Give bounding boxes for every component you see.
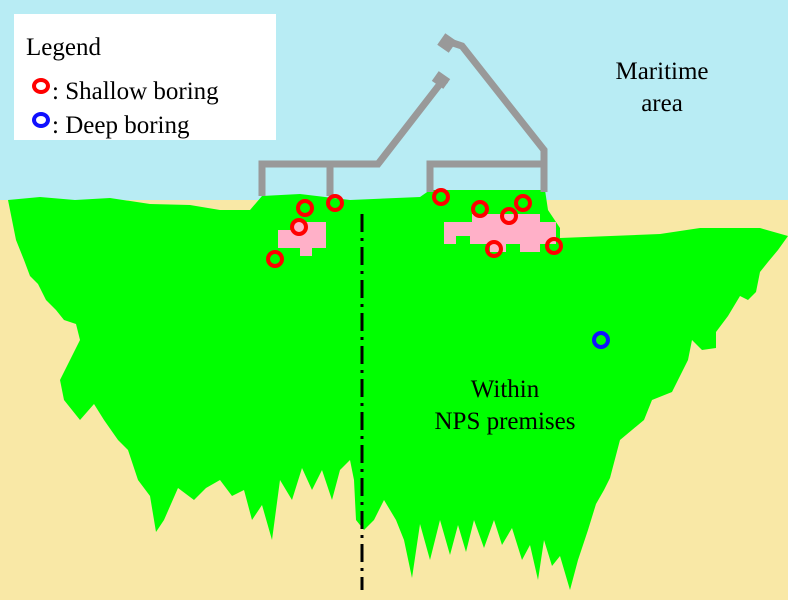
pier-end-upper (437, 33, 457, 53)
shallow-boring (296, 199, 314, 217)
shallow-boring (326, 194, 344, 212)
shallow-boring (266, 250, 284, 268)
deep-boring (592, 331, 610, 349)
legend: Legend : Shallow boring : Deep boring (14, 14, 276, 140)
legend-deep: : Deep boring (32, 112, 189, 140)
maritime-label-line1: Maritime (615, 58, 709, 85)
shallow-borings (266, 188, 563, 268)
pier-end-lower (431, 71, 451, 89)
legend-shallow-label: : Shallow boring (52, 78, 219, 105)
shallow-boring (485, 240, 503, 258)
nps-premises-label: Within NPS premises (380, 374, 630, 438)
maritime-label-line2: area (641, 90, 683, 117)
building-west (278, 222, 326, 256)
nps-premises-land (8, 190, 788, 590)
shallow-boring (290, 218, 308, 236)
shallow-boring (432, 188, 450, 206)
shallow-boring (471, 200, 489, 218)
shallow-boring (514, 194, 532, 212)
shallow-boring (545, 237, 563, 255)
legend-deep-label: : Deep boring (52, 112, 190, 139)
shallow-boring-marker-icon (32, 78, 50, 94)
legend-title: Legend (26, 34, 101, 61)
legend-shallow: : Shallow boring (32, 78, 219, 106)
nps-label-line1: Within (470, 376, 540, 403)
deep-boring-marker-icon (32, 112, 50, 128)
shallow-boring (500, 207, 518, 225)
building-east (444, 214, 556, 252)
maritime-area-label: Maritime area (592, 56, 732, 120)
nps-label-line2: NPS premises (434, 408, 576, 435)
